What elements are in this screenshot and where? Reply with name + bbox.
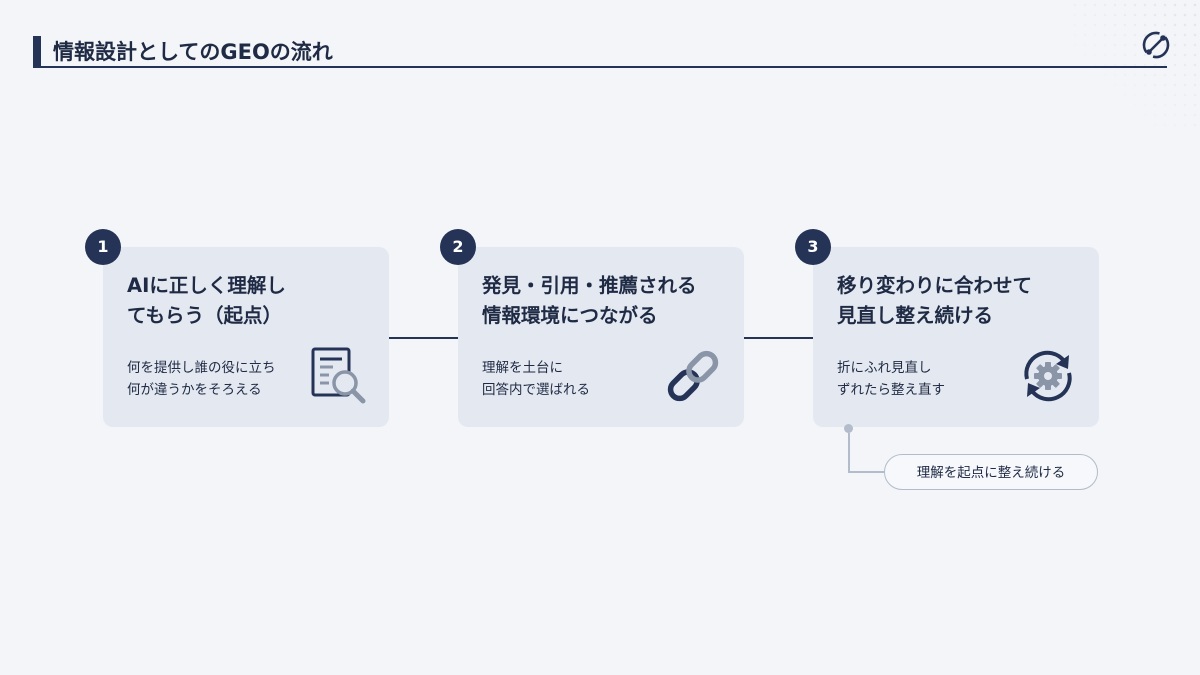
note-connector-horizontal <box>848 471 885 473</box>
gear-refresh-icon <box>1024 350 1072 402</box>
step-description: 理解を土台に 回答内で選ばれる <box>482 360 590 398</box>
step-number-badge-1: 1 <box>85 229 121 265</box>
note-callout: 理解を起点に整え続ける <box>884 454 1098 490</box>
step-description: 折にふれ見直し ずれたら整え直す <box>837 360 945 398</box>
chain-link-icon <box>667 350 719 402</box>
step-card-2: 発見・引用・推薦される 情報環境につながる 理解を土台に 回答内で選ばれる <box>458 247 744 427</box>
step-heading: AIに正しく理解し てもらう（起点） <box>127 274 286 327</box>
connector-line-1-2 <box>389 337 458 339</box>
document-magnifier-icon <box>311 347 366 404</box>
title-accent-bar <box>33 36 41 66</box>
step-number-badge-3: 3 <box>795 229 831 265</box>
note-connector-vertical <box>848 433 850 472</box>
step-description: 何を提供し誰の役に立ち 何が違うかをそろえる <box>127 360 276 398</box>
connector-line-2-3 <box>744 337 813 339</box>
note-anchor-dot <box>844 424 853 433</box>
step-heading: 移り変わりに合わせて 見直し整え続ける <box>837 274 1033 327</box>
step-number-badge-2: 2 <box>440 229 476 265</box>
step-card-3: 移り変わりに合わせて 見直し整え続ける 折にふれ見直し ずれたら整え直す <box>813 247 1099 427</box>
step-heading: 発見・引用・推薦される 情報環境につながる <box>482 274 697 327</box>
title-divider <box>33 66 1167 68</box>
page-title: 情報設計としてのGEOの流れ <box>53 40 333 64</box>
circular-orbit-logo-icon <box>1142 31 1170 59</box>
step-card-1: AIに正しく理解し てもらう（起点） 何を提供し誰の役に立ち 何が違うかをそろえ… <box>103 247 389 427</box>
header: 情報設計としてのGEOの流れ <box>33 36 333 66</box>
dot-pattern-decoration <box>1070 0 1200 130</box>
